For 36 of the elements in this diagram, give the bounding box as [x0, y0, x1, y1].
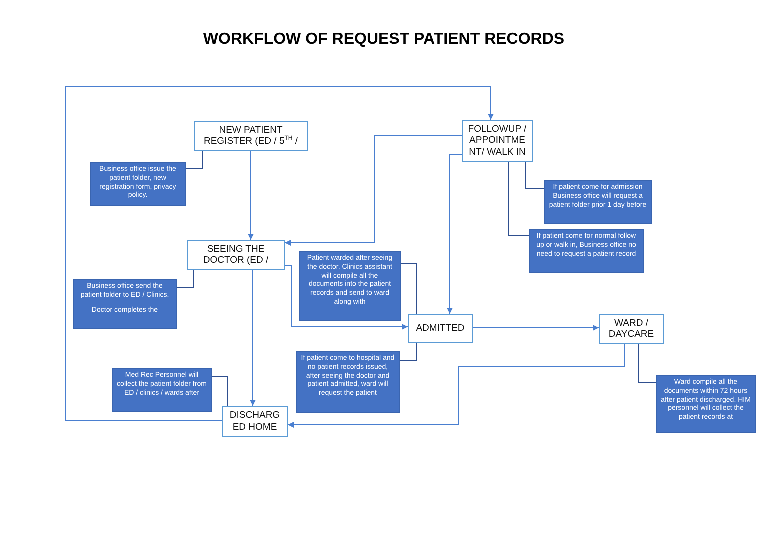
process-box	[194, 121, 308, 151]
leader-line	[176, 270, 194, 288]
arrow	[284, 266, 408, 330]
process-box	[408, 314, 473, 343]
leader-line	[186, 150, 204, 170]
note-box	[656, 375, 756, 433]
note-box	[296, 351, 400, 413]
process-box	[222, 406, 288, 437]
leader-line	[400, 264, 418, 314]
step-label: WARD / DAYCARE	[608, 318, 656, 340]
step-label: ADMITTED	[416, 322, 465, 334]
step-label: SEEING THE DOCTOR (ED /	[202, 244, 270, 266]
arrow	[248, 150, 254, 240]
arrow	[472, 325, 600, 331]
note-box	[529, 229, 644, 273]
step-label: DISCHARG ED HOME	[228, 410, 282, 433]
step-label: NEW PATIENT REGISTER (ED / 5$^{TH}$ /	[202, 124, 300, 148]
process-box	[187, 240, 285, 270]
note-box	[299, 251, 401, 321]
arrow	[250, 270, 256, 406]
leader-line	[508, 162, 530, 236]
arrow	[66, 86, 494, 422]
diagram-title: WORKFLOW OF REQUEST PATIENT RECORDS	[202, 31, 566, 49]
note-box	[112, 368, 212, 412]
step-label: FOLLOWUP / APPOINTME NT/ WALK IN	[467, 124, 528, 158]
arrow	[288, 344, 626, 428]
leader-line	[400, 342, 418, 362]
leader-line	[638, 344, 656, 384]
note-box	[544, 180, 652, 224]
leader-line	[212, 376, 228, 406]
arrow	[284, 136, 462, 246]
note-box	[90, 162, 186, 206]
process-box	[599, 314, 664, 344]
arrow	[447, 154, 462, 314]
note-box	[73, 279, 177, 329]
leader-line	[526, 162, 544, 190]
